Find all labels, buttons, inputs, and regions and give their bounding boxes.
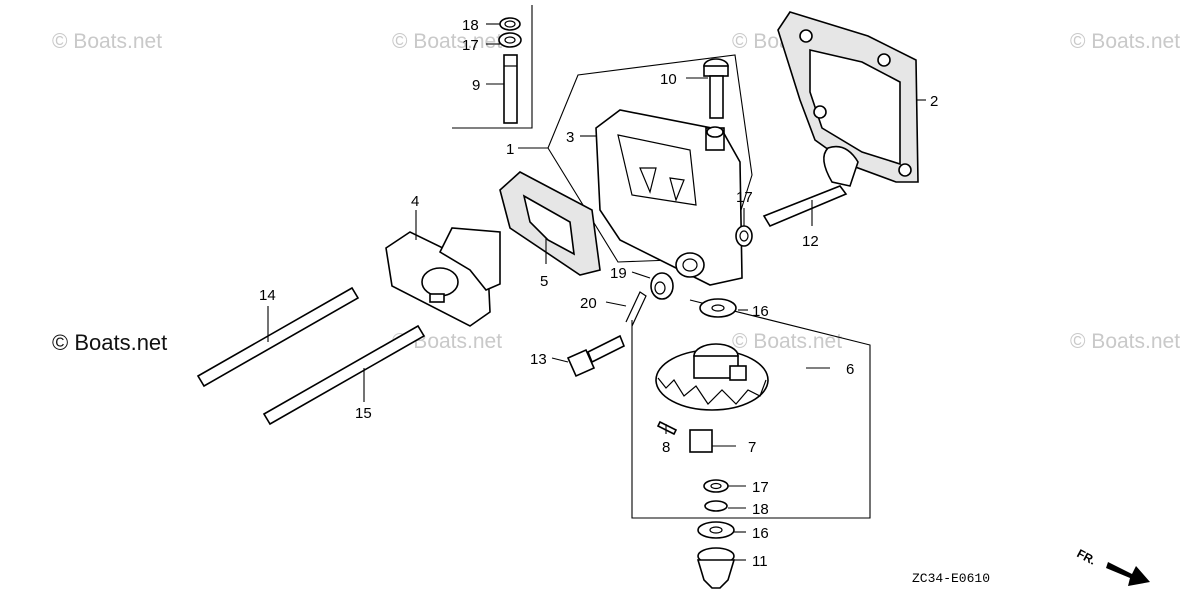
part-14-stud (196, 286, 360, 388)
part-19-seal (650, 272, 674, 300)
callout-20: 20 (580, 295, 597, 312)
part-18-clip-lower (704, 500, 728, 512)
callout-17: 17 (752, 479, 769, 496)
part-17-washer-right (735, 225, 753, 247)
callout-12: 12 (802, 233, 819, 250)
callout-16: 16 (752, 525, 769, 542)
part-2-gasket (777, 11, 919, 183)
watermark: © Boats.net (732, 330, 843, 353)
callout-19: 19 (610, 265, 627, 282)
callout-6: 6 (846, 361, 854, 378)
callout-17: 17 (736, 189, 753, 206)
part-4-insulator (385, 227, 501, 327)
watermark: © Boats.net (52, 30, 163, 53)
bracket-parts-9-17-18 (452, 5, 533, 129)
callout-8: 8 (662, 439, 670, 456)
part-13-bolt (566, 334, 626, 378)
part-20-pin (625, 291, 647, 327)
callout-14: 14 (259, 287, 276, 304)
watermark: © Boats.net (392, 30, 503, 53)
part-16-washer-upper (699, 298, 737, 318)
part-3-governor-housing (595, 109, 743, 286)
part-11-spool (696, 547, 736, 589)
callout-16: 16 (752, 303, 769, 320)
callout-10: 10 (660, 71, 677, 88)
part-9-shaft (503, 54, 518, 124)
part-17-washer-top (498, 32, 522, 48)
callout-2: 2 (930, 93, 938, 110)
watermark: © Boats.net (52, 330, 168, 355)
front-marker-label: FR. (1075, 546, 1099, 567)
assembly-6-outline (631, 299, 871, 519)
callout-7: 7 (748, 439, 756, 456)
part-15-stud (262, 324, 426, 426)
watermark: © Boats.net (1070, 330, 1181, 353)
assembly-1-outline (547, 54, 753, 263)
part-6-governor-gear (655, 343, 769, 411)
callout-18: 18 (462, 17, 479, 34)
part-12-lever-shaft (762, 145, 859, 228)
part-10-bolt (703, 58, 729, 119)
callout-4: 4 (411, 193, 419, 210)
part-18-clip-top (499, 17, 521, 31)
callout-17: 17 (462, 37, 479, 54)
part-16-washer-lower (697, 521, 735, 539)
callout-9: 9 (472, 77, 480, 94)
callout-labels: 18 17 9 10 2 3 1 17 4 12 5 19 14 20 16 1… (259, 17, 938, 570)
front-direction-arrow-icon (1106, 562, 1150, 586)
watermark: © Boats.net (1070, 30, 1181, 53)
part-7-holder (689, 429, 713, 453)
callout-3: 3 (566, 129, 574, 146)
callout-1: 1 (506, 141, 514, 158)
leader-lines (267, 23, 926, 561)
callout-15: 15 (355, 405, 372, 422)
part-17-washer-lower (703, 479, 729, 493)
callout-18: 18 (752, 501, 769, 518)
callout-11: 11 (752, 553, 768, 570)
diagram-code: ZC34-E0610 (912, 571, 991, 586)
callout-5: 5 (540, 273, 548, 290)
part-8-pin (656, 420, 678, 436)
callout-13: 13 (530, 351, 547, 368)
part-5-gasket (499, 171, 601, 276)
